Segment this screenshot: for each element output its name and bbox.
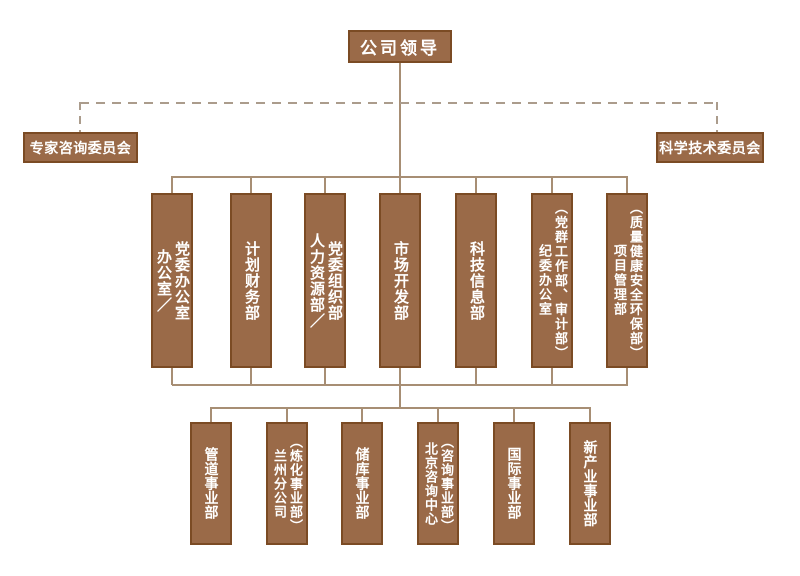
dashed-connector-right-drop	[716, 102, 718, 132]
connector-stub	[475, 176, 477, 194]
connector-stub	[437, 407, 439, 423]
node-label: 市场开发部	[392, 240, 409, 321]
node-label: 党委组织部 人力资源部／	[308, 232, 343, 329]
connector-stub	[551, 367, 553, 385]
node-market-development-dept: 市场开发部	[379, 193, 421, 368]
node-sci-tech-information-dept: 科技信息部	[455, 193, 497, 368]
node-company-leadership: 公司领导	[348, 30, 452, 63]
connector-divisions-rail	[211, 407, 591, 409]
node-party-committee-office: 党委办公室 办公室／	[151, 193, 193, 368]
node-label: 专家咨询委员会	[29, 139, 132, 156]
node-project-management-dept: （质量健康安全环保部） 项目管理部	[606, 193, 648, 368]
dashed-connector-left-drop	[79, 102, 81, 132]
connector-stub	[475, 367, 477, 385]
node-hr-party-organization-dept: 党委组织部 人力资源部／	[304, 193, 346, 368]
node-label: （咨询事业部） 北京咨询中心	[423, 434, 454, 533]
node-pipeline-division: 管道事业部	[190, 422, 232, 545]
connector-stub	[250, 176, 252, 194]
connector-stub	[361, 407, 363, 423]
node-label: （炼化事业部） 兰州分公司	[272, 434, 303, 533]
connector-stub	[589, 407, 591, 423]
node-beijing-consulting-center: （咨询事业部） 北京咨询中心	[417, 422, 459, 545]
node-label: （党群工作部、审计部） 纪委办公室	[537, 200, 568, 361]
node-storage-division: 储库事业部	[341, 422, 383, 545]
connector-stub	[210, 407, 212, 423]
node-international-division: 国际事业部	[493, 422, 535, 545]
node-label: 管道事业部	[203, 447, 220, 520]
connector-stub	[171, 176, 173, 194]
node-lanzhou-branch: （炼化事业部） 兰州分公司	[266, 422, 308, 545]
node-label: （质量健康安全环保部） 项目管理部	[612, 200, 643, 361]
node-label: 公司领导	[360, 39, 440, 58]
connector-stub	[171, 367, 173, 385]
connector-stub	[286, 407, 288, 423]
node-new-industry-division: 新产业事业部	[569, 422, 611, 545]
connector-stub	[324, 367, 326, 385]
connector-root-vertical	[399, 63, 401, 176]
connector-stub	[626, 367, 628, 385]
node-label: 新产业事业部	[582, 440, 599, 527]
node-planning-finance-dept: 计划财务部	[230, 193, 272, 368]
connector-stub	[324, 176, 326, 194]
node-expert-advisory-committee: 专家咨询委员会	[23, 132, 138, 163]
dashed-connector-horizontal	[80, 102, 717, 104]
node-label: 科学技术委员会	[659, 139, 761, 156]
node-label: 党委办公室 办公室／	[155, 240, 190, 321]
node-discipline-inspection-office: （党群工作部、审计部） 纪委办公室	[531, 193, 573, 368]
connector-stub	[626, 176, 628, 194]
node-label: 计划财务部	[243, 240, 260, 321]
connector-stub	[513, 407, 515, 423]
connector-stub	[399, 176, 401, 194]
connector-stub	[399, 367, 401, 385]
connector-stub	[551, 176, 553, 194]
node-science-technology-committee: 科学技术委员会	[656, 132, 764, 163]
node-label: 科技信息部	[468, 240, 485, 321]
node-label: 国际事业部	[506, 447, 523, 520]
node-label: 储库事业部	[354, 447, 371, 520]
connector-stub	[250, 367, 252, 385]
connector-divisions-drop	[399, 384, 401, 408]
